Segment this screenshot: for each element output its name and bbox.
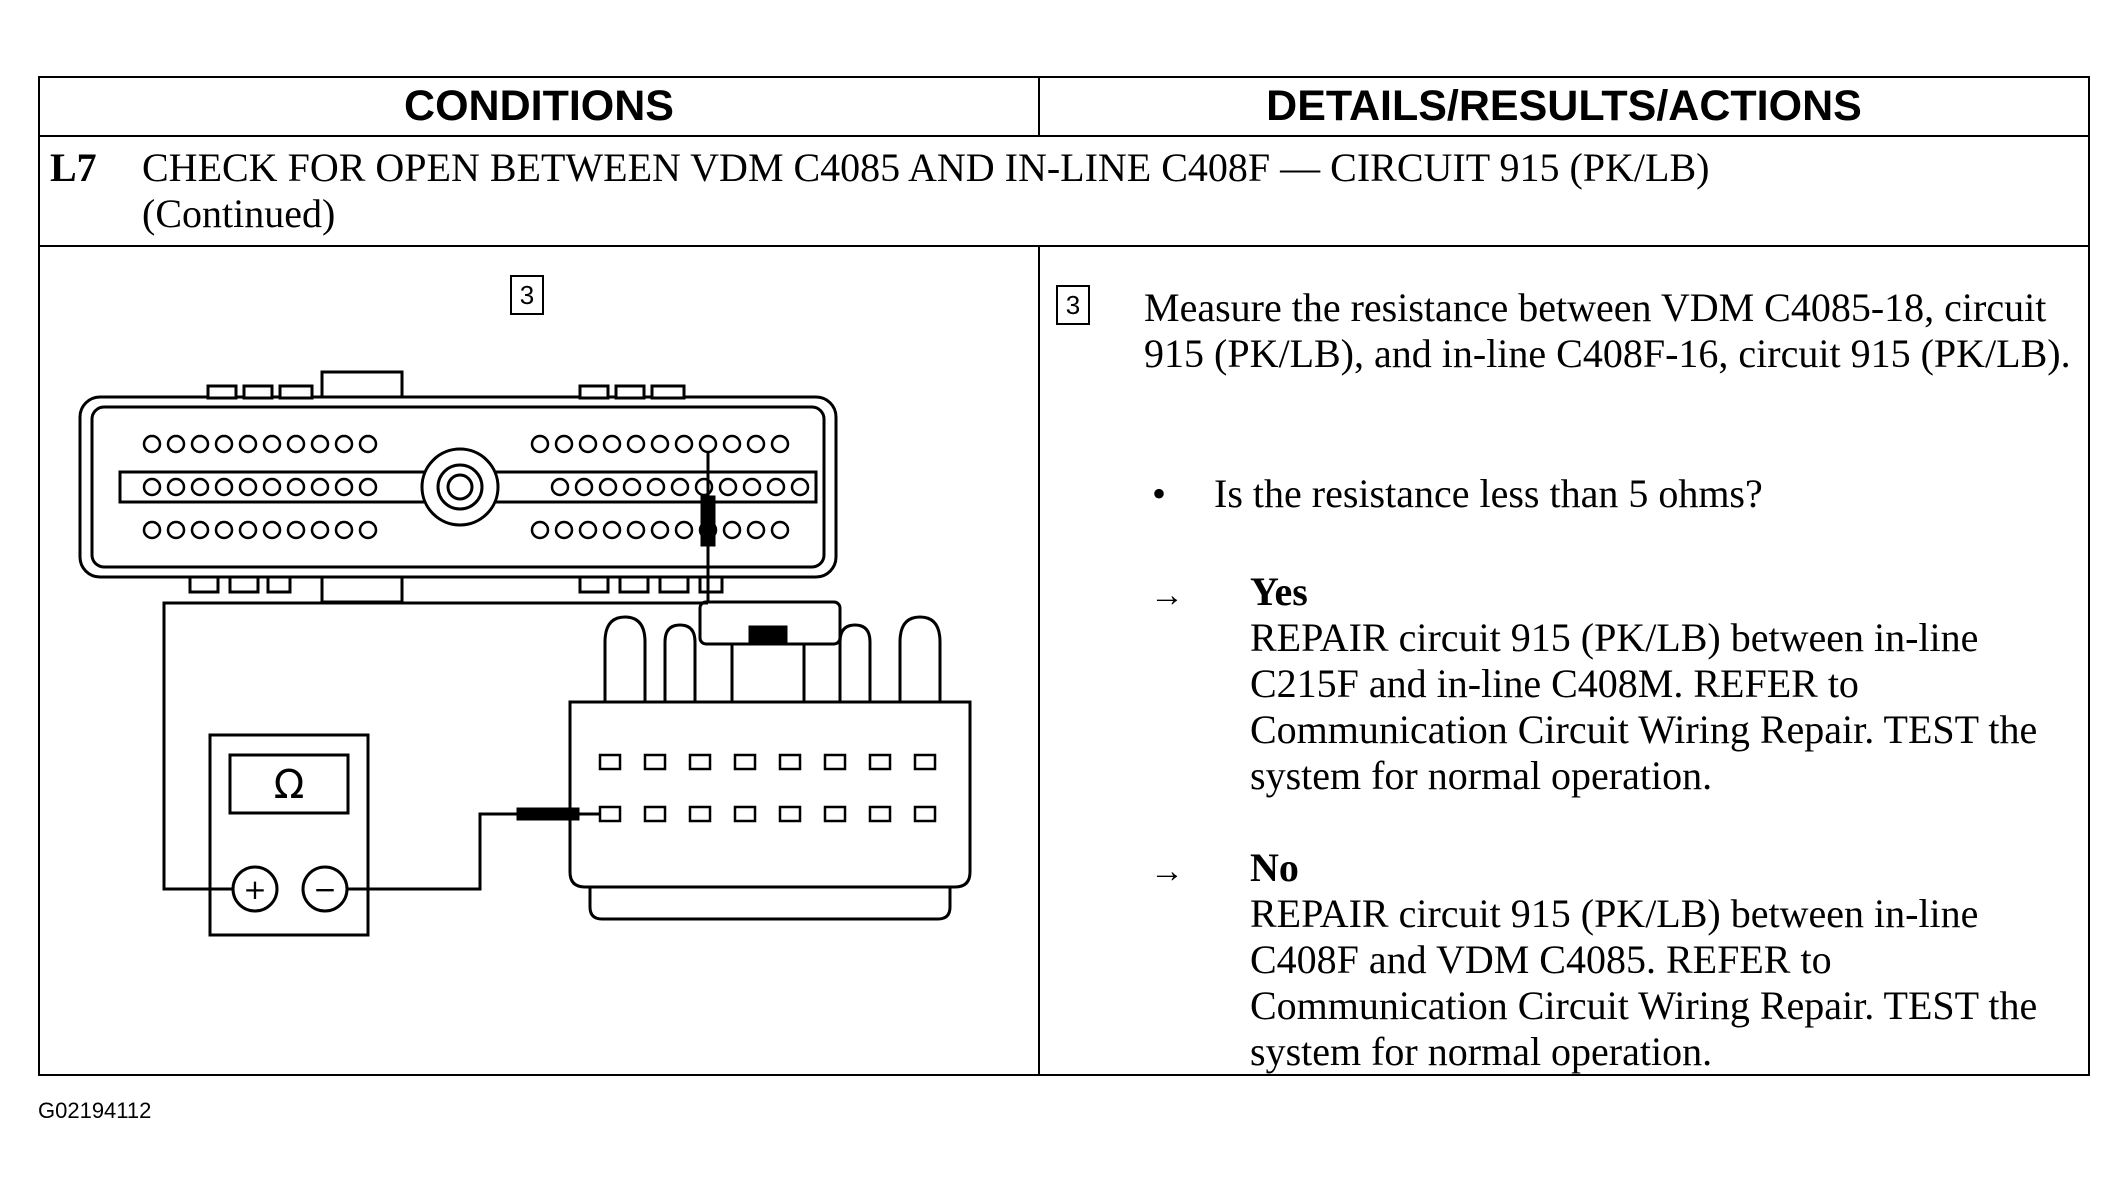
vdm-pins [142,434,810,540]
ohm-symbol: Ω [274,762,305,808]
step-title-row: L7 CHECK FOR OPEN BETWEEN VDM C4085 AND … [40,137,2088,247]
vdm-connector [78,370,838,604]
step-body-row: 3 [40,247,2088,1076]
wire-to-inline [347,812,518,891]
wiring-diagram: Ω + − [78,370,972,937]
yes-label: Yes [1250,569,1308,614]
details-cell: 3 Measure the resistance between VDM C40… [1040,247,2090,1076]
wire-to-vdm [162,601,708,891]
header-row: CONDITIONS DETAILS/RESULTS/ACTIONS [40,78,2088,137]
no-action: REPAIR circuit 915 (PK/LB) between in-li… [1250,891,2038,1074]
step-continued: (Continued) [142,191,336,236]
yes-arrow-icon: → [1150,577,1184,614]
no-label: No [1250,845,1299,890]
bullet: • [1152,471,1167,516]
conditions-cell: 3 [40,247,1040,1076]
step-title: CHECK FOR OPEN BETWEEN VDM C4085 AND IN-… [142,145,1710,190]
details-step-box: 3 [1056,285,1090,325]
figure-id: G02194112 [38,1098,152,1123]
diagram-step-box: 3 [510,275,544,315]
vdm-probe [700,452,716,603]
measure-instruction: Measure the resistance between VDM C4085… [1144,285,2071,376]
question-text: Is the resistance less than 5 ohms? [1214,471,1763,516]
inline-connector [568,600,972,921]
conditions-header: CONDITIONS [40,78,1040,135]
step-id: L7 [50,145,97,190]
minus-terminal-label: − [313,873,336,906]
no-arrow-icon: → [1150,853,1184,890]
plus-terminal-label: + [243,873,266,906]
diagnostic-table: CONDITIONS DETAILS/RESULTS/ACTIONS L7 CH… [38,76,2090,1076]
details-header: DETAILS/RESULTS/ACTIONS [1266,82,1862,130]
yes-action: REPAIR circuit 915 (PK/LB) between in-li… [1250,615,2038,798]
